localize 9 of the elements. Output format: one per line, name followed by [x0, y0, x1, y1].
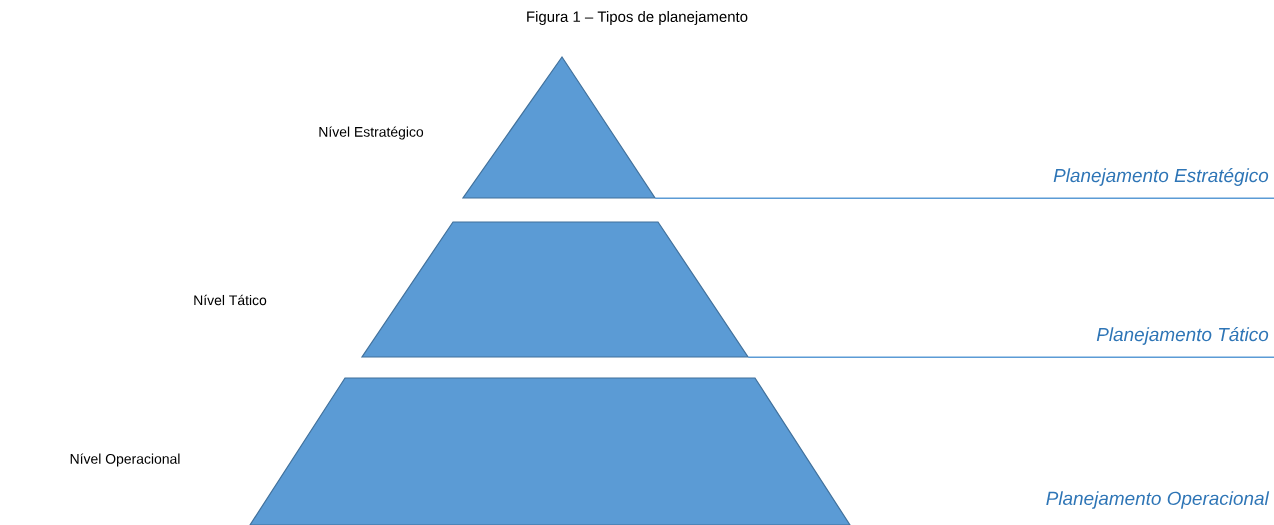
planning-label: Planejamento Estratégico [1053, 168, 1269, 186]
level-label: Nível Estratégico [319, 126, 424, 140]
figure-title: Figura 1 – Tipos de planejamento [527, 11, 748, 25]
planning-label: Planejamento Tático [1096, 327, 1269, 345]
base-line [654, 197, 1274, 199]
level-label: Nível Operacional [70, 453, 180, 467]
base-line [747, 356, 1274, 358]
planning-label: Planejamento Operacional [1046, 491, 1270, 509]
level-label: Nível Tático [194, 294, 267, 306]
